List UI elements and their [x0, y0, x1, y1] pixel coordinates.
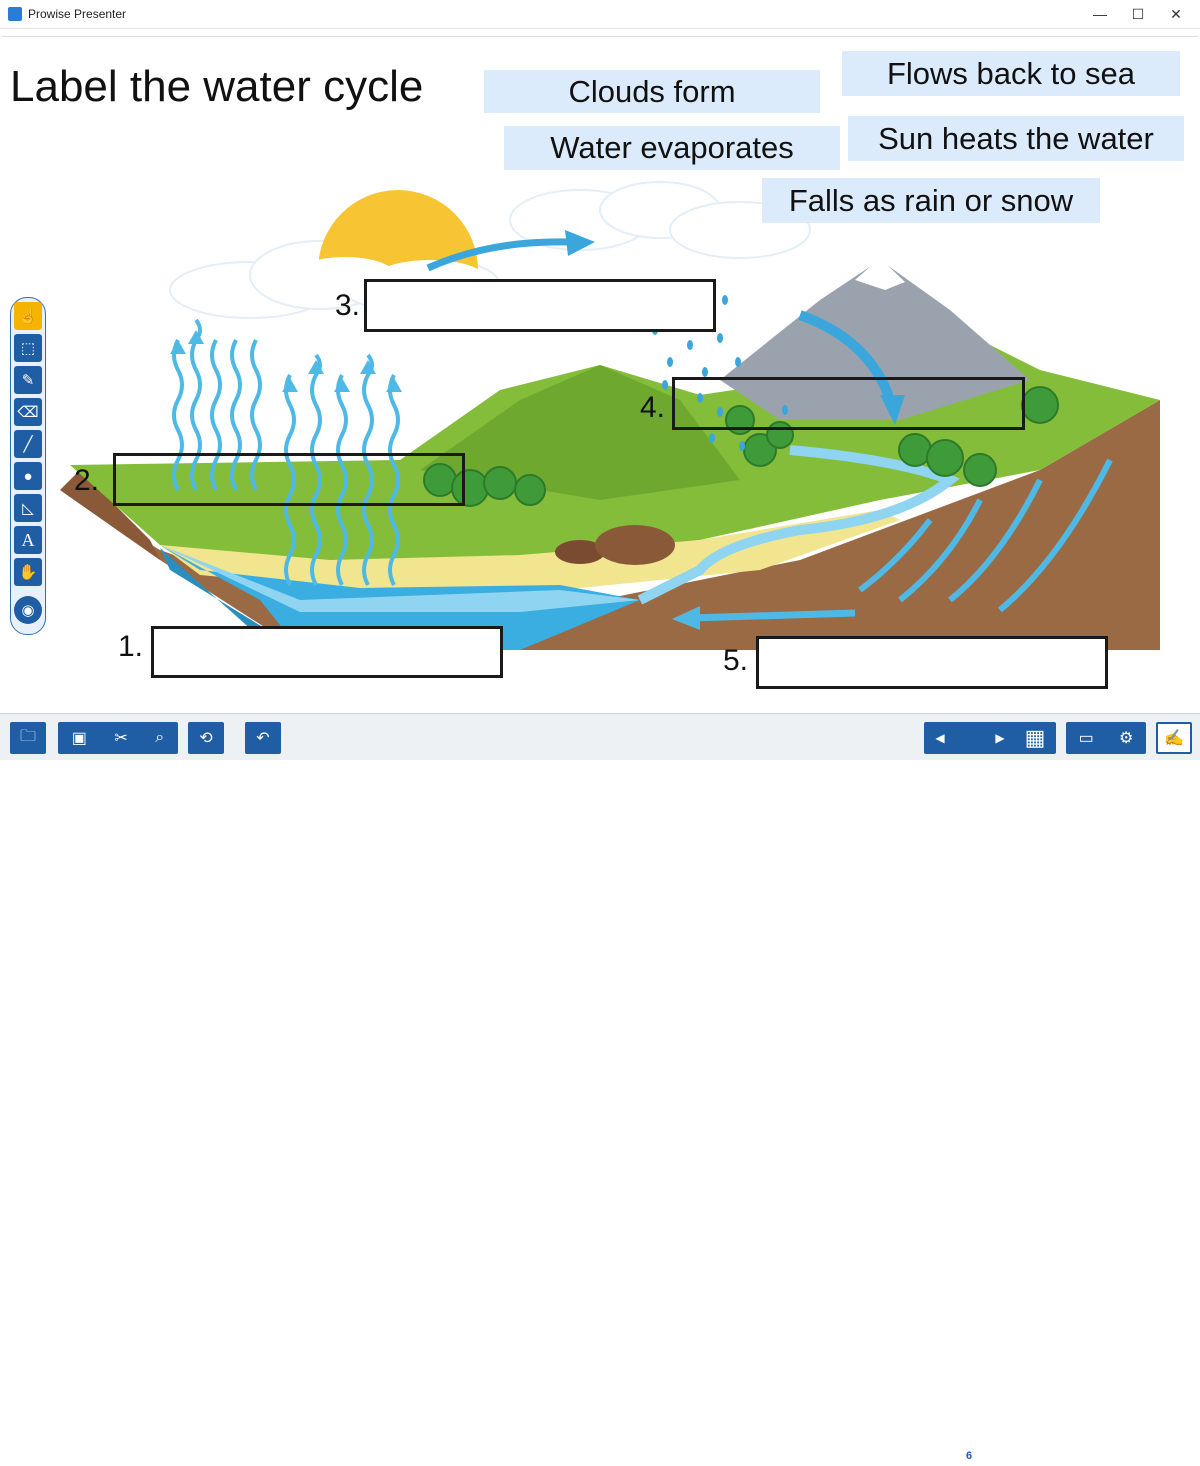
answer-number-2: 2.	[74, 464, 100, 497]
answer-box-5[interactable]	[756, 636, 1108, 689]
hand-pointer-icon: ☝	[18, 308, 38, 325]
undo-button[interactable]: ↶	[245, 722, 281, 754]
transform-button[interactable]: ⟲	[188, 722, 224, 754]
maximize-button[interactable]: ☐	[1131, 5, 1145, 22]
ruler-tool[interactable]: ◺	[14, 494, 42, 522]
screen-settings-group: ▭ ⚙	[1066, 722, 1146, 754]
answer-number-1: 1.	[118, 630, 144, 663]
prev-page-button[interactable]: ◀	[926, 722, 954, 754]
label-clouds-form[interactable]: Clouds form	[484, 70, 820, 113]
next-page-button[interactable]: ▶	[986, 722, 1014, 754]
more-tool[interactable]: ◉	[14, 596, 42, 624]
answer-box-2[interactable]	[113, 453, 465, 506]
answer-number-3: 3.	[335, 289, 361, 322]
chevron-left-icon: ◀	[935, 731, 945, 745]
move-tool[interactable]: ✋	[14, 558, 42, 586]
images-icon[interactable]: ▣	[71, 730, 87, 747]
text-tool[interactable]: A	[14, 526, 42, 554]
chevron-right-icon: ▶	[995, 731, 1005, 745]
page-navigator	[924, 722, 1056, 754]
line-icon: ╱	[23, 436, 33, 453]
presenter-button[interactable]: ✍	[1156, 722, 1192, 754]
grid-icon: ▦	[1024, 725, 1046, 750]
select-tool[interactable]: ⬚	[14, 334, 42, 362]
water-cycle-illustration	[60, 181, 1160, 650]
undo-icon: ↶	[256, 730, 270, 747]
slide-title[interactable]: Label the water cycle	[10, 62, 424, 111]
circle-icon: ●	[23, 467, 33, 485]
label-water-evaporates[interactable]: Water evaporates	[504, 126, 840, 170]
selection-icon: ⬚	[20, 340, 36, 357]
folder-icon: 🗀	[19, 727, 36, 745]
hand-icon: ✋	[18, 564, 38, 581]
screen-icon[interactable]: ▭	[1078, 730, 1094, 747]
eraser-icon: ⌫	[17, 404, 39, 421]
open-file-button[interactable]: 🗀	[10, 722, 46, 754]
window-title: Prowise Presenter	[28, 7, 127, 21]
label-sun-heats-the-water[interactable]: Sun heats the water	[848, 116, 1184, 161]
ruler-triangle-icon: ◺	[22, 500, 34, 517]
page-number[interactable]: 6	[956, 1446, 982, 1466]
pencils-icon: ✎	[21, 372, 35, 389]
close-button[interactable]: ✕	[1170, 5, 1182, 22]
search-icon[interactable]: ⌕	[155, 729, 165, 746]
rotate-page-icon: ⟲	[199, 730, 213, 747]
media-tools-group: ▣ ✂ ⌕	[58, 722, 178, 754]
title-bar: Prowise Presenter — ☐ ✕	[0, 0, 1200, 29]
page-overview-button[interactable]: ▦	[1016, 722, 1054, 754]
bottom-toolbar: 🗀 ▣ ✂ ⌕ ⟲ ↶ ◀ 6 ▶ ▦ ▭ ⚙ ✍	[0, 713, 1200, 1466]
tool-panel: ☝ ⬚ ✎ ⌫ ╱ ● ◺ A ✋ ◉	[10, 297, 46, 635]
label-flows-back-to-sea[interactable]: Flows back to sea	[842, 51, 1180, 96]
answer-number-4: 4.	[640, 391, 666, 424]
circle-target-icon: ◉	[21, 602, 35, 619]
answer-box-3[interactable]	[364, 279, 716, 332]
tools-icon[interactable]: ✂	[114, 730, 128, 747]
pen-tool[interactable]: ✎	[14, 366, 42, 394]
shape-tool[interactable]: ●	[14, 462, 42, 490]
pointer-tool[interactable]: ☝	[14, 302, 42, 330]
minimize-button[interactable]: —	[1093, 6, 1107, 22]
text-icon: A	[21, 529, 35, 550]
presenter-icon: ✍	[1164, 730, 1184, 747]
answer-number-5: 5.	[723, 644, 749, 677]
eraser-tool[interactable]: ⌫	[14, 398, 42, 426]
answer-box-1[interactable]	[151, 626, 503, 678]
gear-icon[interactable]: ⚙	[1119, 730, 1134, 747]
label-falls-as-rain-or-snow[interactable]: Falls as rain or snow	[762, 178, 1100, 223]
line-tool[interactable]: ╱	[14, 430, 42, 458]
app-logo-icon	[8, 7, 22, 21]
answer-box-4[interactable]	[672, 377, 1025, 430]
